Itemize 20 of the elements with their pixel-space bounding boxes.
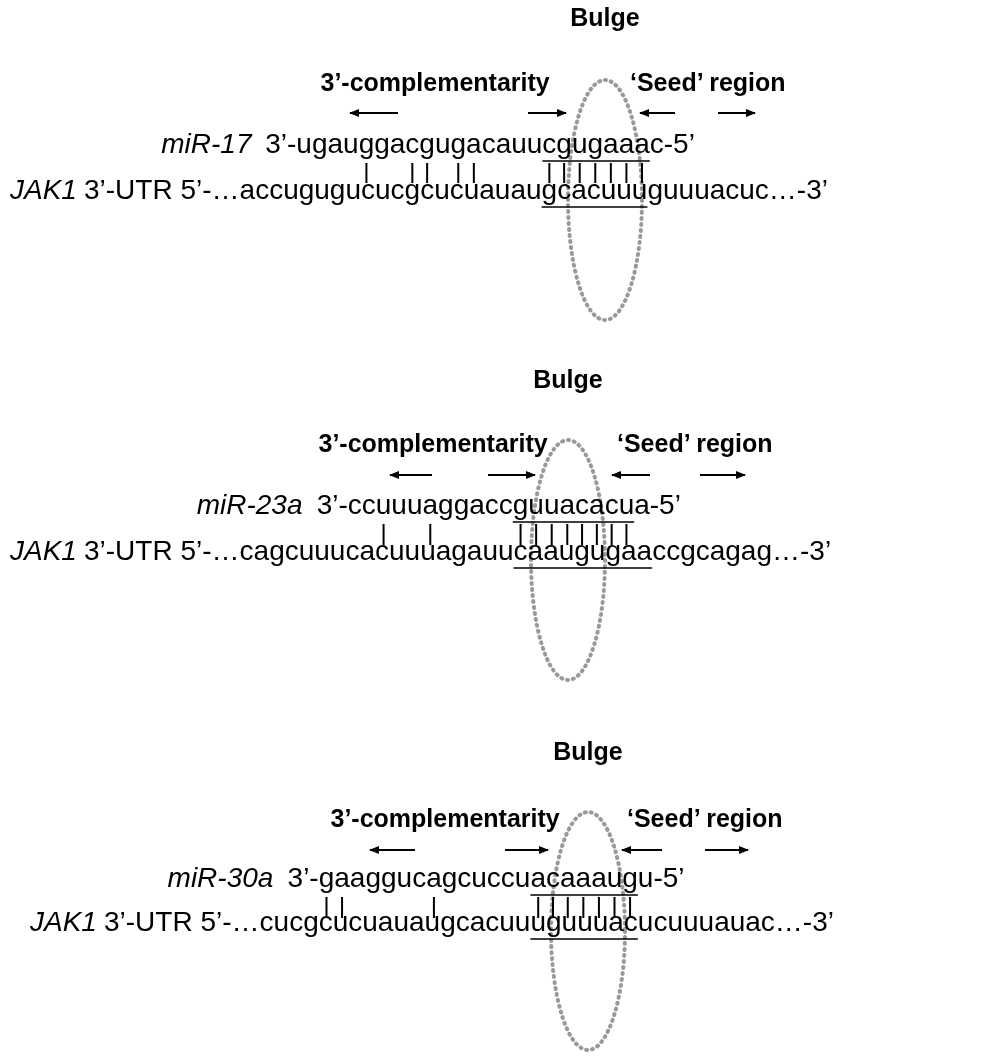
mirna-sequence: 3’-gaaggucagcuccuacaaaugu-5’ bbox=[287, 864, 685, 892]
bulge-label: Bulge bbox=[553, 739, 623, 764]
bulge-label: Bulge bbox=[570, 5, 640, 30]
mirna-sequence: 3’-ccuuuaggaccguuacacua-5’ bbox=[316, 491, 681, 519]
complementarity-heading: 3’-complementarity bbox=[318, 431, 548, 456]
seed-region-heading: ‘Seed’ region bbox=[617, 431, 773, 456]
mirna-name: miR-23a bbox=[196, 491, 303, 519]
complementarity-heading: 3’-complementarity bbox=[320, 70, 550, 95]
utr-sequence: 3’-UTR 5’-…accugugucucgcucuauaugcacuuuguuuacuc…-3’ bbox=[84, 176, 828, 204]
mirna-sequence: 3’-ugauggacgugacauucgugaaac-5’ bbox=[265, 130, 695, 158]
gene-name: JAK1 bbox=[30, 908, 97, 936]
mirna-name: miR-30a bbox=[167, 864, 274, 892]
gene-name: JAK1 bbox=[10, 176, 77, 204]
complementarity-heading: 3’-complementarity bbox=[330, 806, 560, 831]
utr-sequence: 3’-UTR 5’-…cagcuuucacuuuagauucaaugugaaccgcagag…-3’ bbox=[84, 537, 832, 565]
gene-name: JAK1 bbox=[10, 537, 77, 565]
bulge-label: Bulge bbox=[533, 367, 603, 392]
mirna-name: miR-17 bbox=[161, 130, 252, 158]
seed-region-heading: ‘Seed’ region bbox=[630, 70, 786, 95]
utr-sequence: 3’-UTR 5’-…cucgcucuauaugcacuuuguuuacucuuuauac…-3’ bbox=[104, 908, 834, 936]
